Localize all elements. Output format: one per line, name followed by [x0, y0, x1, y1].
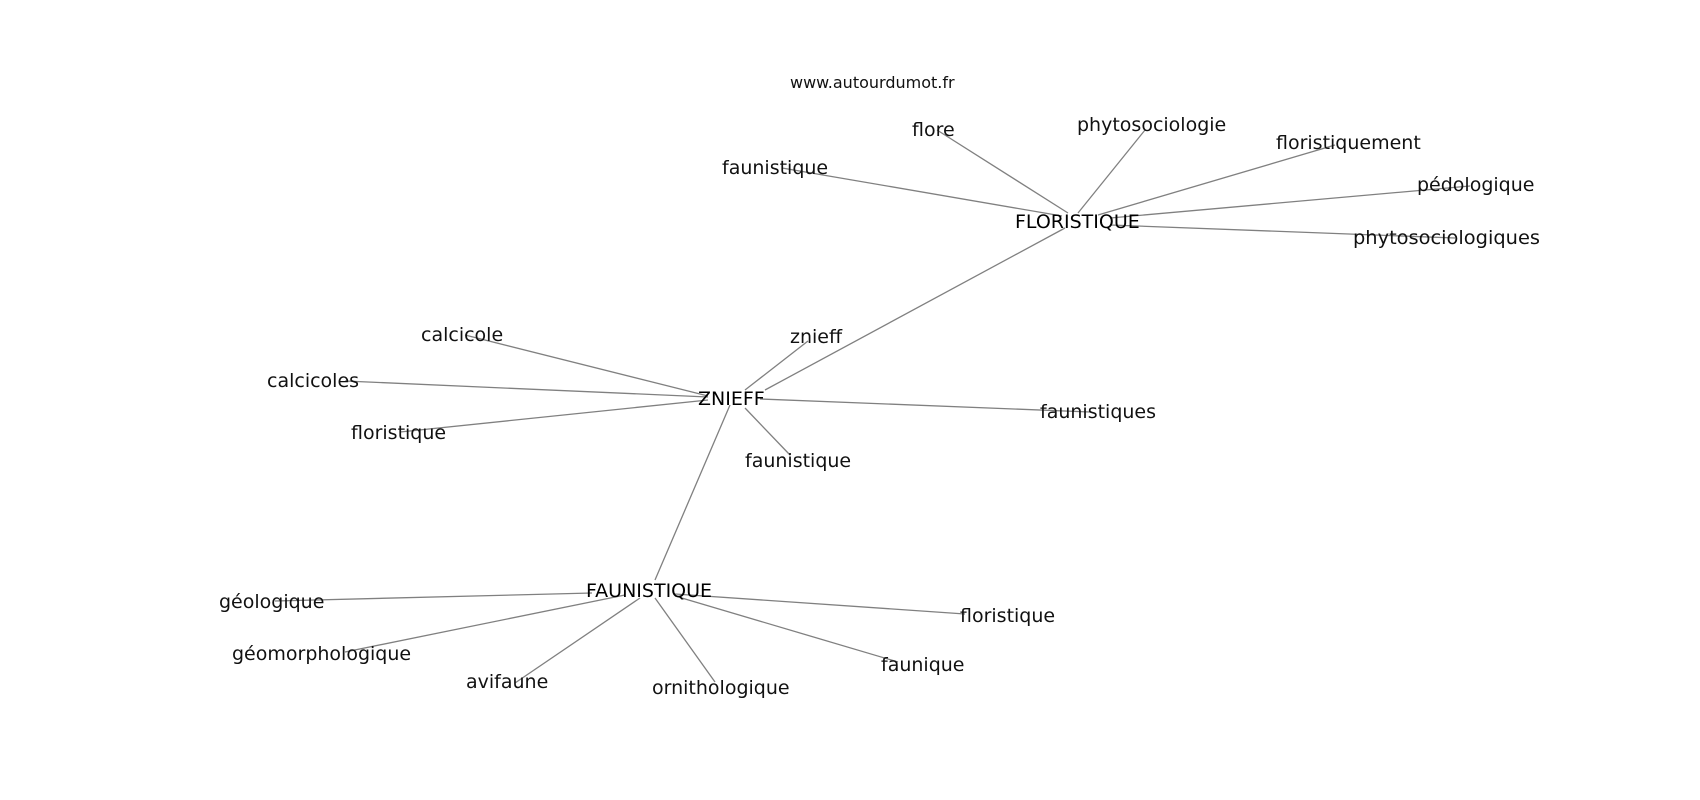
- node-label-calcicole: calcicole: [421, 324, 503, 346]
- edge-znieff-faunistique: [744, 407, 791, 456]
- hub-label-floristique: FLORISTIQUE: [1015, 211, 1140, 233]
- edge-faunistique-geologique: [274, 592, 593, 602]
- edge-faunistique-ornithologique: [654, 597, 716, 683]
- graph-edges: [274, 129, 1471, 684]
- edge-faunistique-geomorphologique: [344, 594, 626, 653]
- node-label-phytosociologiques: phytosociologiques: [1353, 227, 1540, 249]
- node-label-floristique-bot: floristique: [960, 605, 1055, 627]
- edge-floristique-flore: [936, 129, 1069, 214]
- node-label-faunique: faunique: [881, 654, 965, 676]
- node-label-floristiquement: floristiquement: [1276, 132, 1421, 154]
- edge-znieff-to-floristique-hub: [764, 227, 1066, 391]
- edge-faunistique-faunique: [674, 595, 899, 663]
- edge-znieff-znieff: [744, 340, 809, 391]
- graph-labels: www.autourdumot.fr FLORISTIQUE ZNIEFF FA…: [219, 73, 1540, 699]
- edge-znieff-calcicoles: [344, 380, 709, 398]
- watermark-text: www.autourdumot.fr: [790, 73, 955, 92]
- edge-znieff-floristique: [399, 399, 709, 433]
- node-label-pedologique: pédologique: [1417, 174, 1534, 196]
- node-label-geologique: géologique: [219, 591, 324, 613]
- edge-floristique-pedologique: [1109, 185, 1471, 219]
- edge-znieff-calcicole: [464, 334, 709, 397]
- edge-znieff-to-faunistique-hub: [654, 404, 731, 581]
- node-label-floristique-mid: floristique: [351, 422, 446, 444]
- edge-floristique-floristiquement: [1097, 144, 1336, 216]
- edge-floristique-phytosociologiques: [1109, 224, 1456, 239]
- node-label-phytosociologie: phytosociologie: [1077, 114, 1226, 136]
- node-label-faunistique-mid: faunistique: [745, 450, 851, 472]
- node-label-znieff: znieff: [790, 326, 843, 348]
- edge-znieff-faunistiques: [759, 398, 1091, 413]
- edge-faunistique-avifaune: [514, 597, 641, 684]
- node-label-faunistiques: faunistiques: [1040, 401, 1156, 423]
- node-label-calcicoles: calcicoles: [267, 370, 359, 392]
- node-label-geomorphologique: géomorphologique: [232, 643, 411, 665]
- edge-faunistique-floristique: [674, 593, 966, 615]
- hub-label-faunistique: FAUNISTIQUE: [586, 580, 712, 602]
- edge-floristique-faunistique: [781, 167, 1063, 217]
- hub-label-znieff: ZNIEFF: [698, 388, 765, 410]
- node-label-avifaune: avifaune: [466, 671, 548, 693]
- node-label-flore: flore: [912, 119, 955, 141]
- node-label-faunistique-top: faunistique: [722, 157, 828, 179]
- node-label-ornithologique: ornithologique: [652, 677, 790, 699]
- edge-floristique-phytosociologie: [1077, 129, 1146, 214]
